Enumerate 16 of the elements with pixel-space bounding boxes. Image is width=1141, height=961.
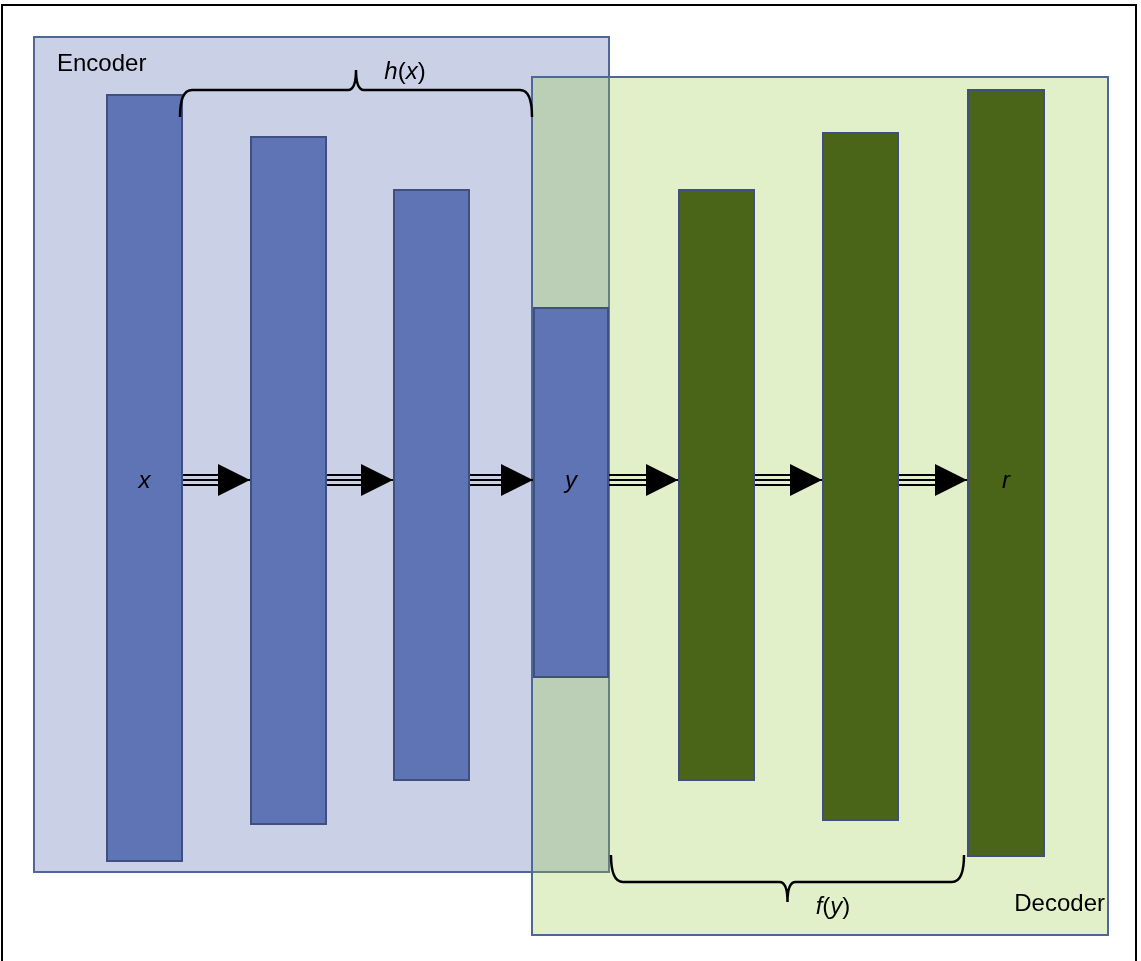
function-label: f(y): [814, 893, 852, 920]
decoder-panel: [531, 76, 1109, 936]
panel-title: Decoder: [1014, 889, 1105, 916]
variable-label: y: [562, 467, 579, 494]
encoder-panel: [33, 36, 610, 873]
variable-label: x: [137, 467, 152, 494]
layer-bar: [106, 94, 183, 862]
layer-bar: [822, 132, 899, 821]
function-label: h(x): [383, 58, 427, 85]
layer-bar: [250, 136, 327, 825]
variable-label: r: [1001, 467, 1012, 494]
layer-bar: [678, 189, 755, 781]
layer-bar: [967, 89, 1045, 857]
layer-bar: [533, 307, 609, 678]
panel-title: Encoder: [57, 50, 147, 77]
layer-bar: [393, 189, 470, 781]
